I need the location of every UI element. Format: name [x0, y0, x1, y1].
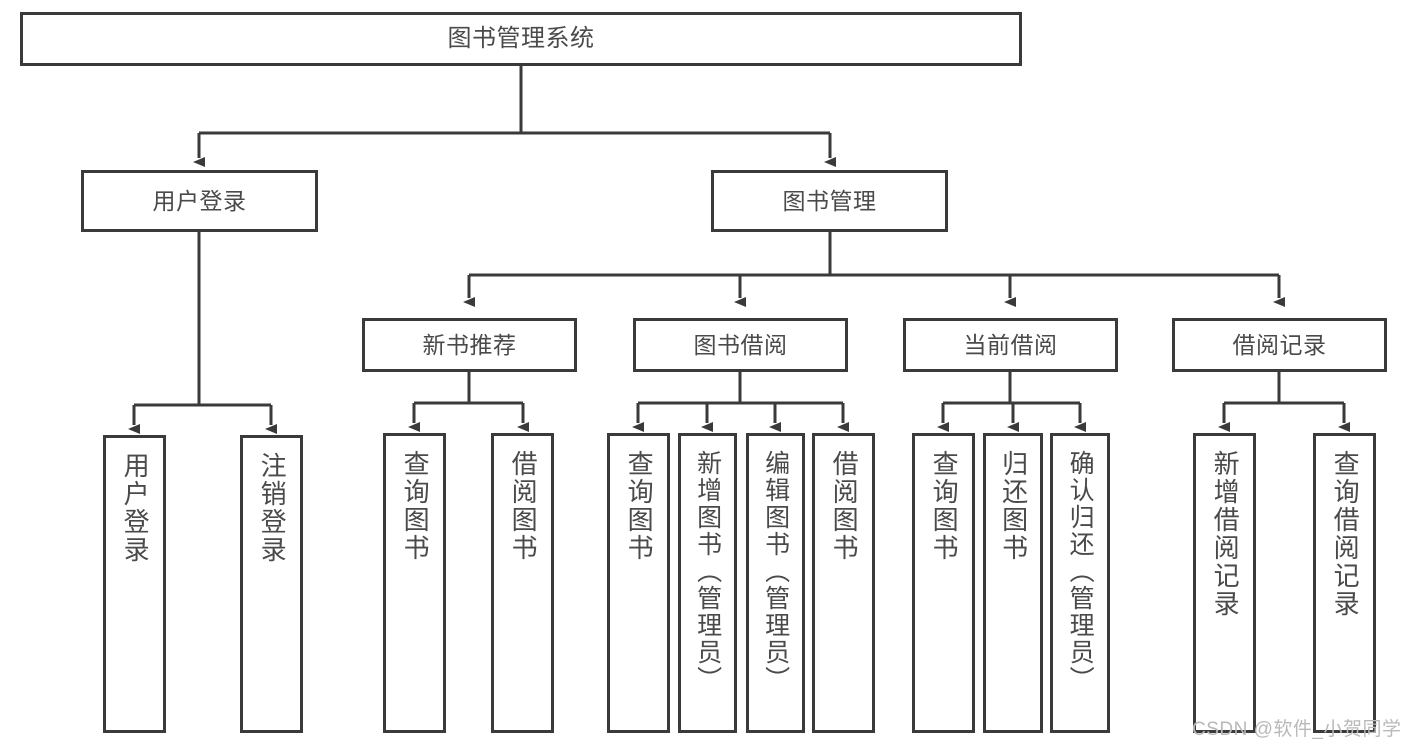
node-leaf-logout-login[interactable]: 注销登录 [240, 435, 303, 733]
node-book-borrow[interactable]: 图书借阅 [633, 318, 848, 372]
node-borrow-record[interactable]: 借阅记录 [1172, 318, 1387, 372]
node-label: 编辑图书（管理员） [761, 450, 790, 693]
node-label: 借阅记录 [1232, 331, 1327, 358]
node-label: 新书推荐 [422, 331, 517, 358]
node-label: 新增借阅记录 [1210, 450, 1241, 618]
node-leaf-add-borrow-record[interactable]: 新增借阅记录 [1193, 433, 1256, 733]
node-label: 借阅图书 [829, 450, 860, 562]
node-label: 用户登录 [152, 187, 247, 214]
node-label: 查询图书 [624, 450, 655, 562]
node-label: 图书借阅 [693, 331, 788, 358]
node-label: 确认归还（管理员） [1066, 450, 1095, 693]
node-label: 查询图书 [400, 450, 431, 562]
node-user-login[interactable]: 用户登录 [81, 170, 318, 232]
node-label: 归还图书 [998, 450, 1029, 562]
node-label: 借阅图书 [508, 450, 539, 562]
node-leaf-return-book[interactable]: 归还图书 [983, 433, 1043, 733]
node-leaf-borrow-book-recommend[interactable]: 借阅图书 [491, 433, 554, 733]
node-new-book-recommend[interactable]: 新书推荐 [362, 318, 577, 372]
node-leaf-query-borrow-record[interactable]: 查询借阅记录 [1313, 433, 1376, 733]
node-leaf-add-book[interactable]: 新增图书（管理员） [678, 433, 737, 733]
node-root-book-management-system[interactable]: 图书管理系统 [20, 12, 1022, 66]
node-leaf-query-book-recommend[interactable]: 查询图书 [383, 433, 446, 733]
node-book-management[interactable]: 图书管理 [711, 170, 948, 232]
node-leaf-confirm-return[interactable]: 确认归还（管理员） [1050, 433, 1110, 733]
node-label: 图书管理系统 [447, 25, 595, 53]
node-leaf-query-book-current[interactable]: 查询图书 [912, 433, 975, 733]
node-label: 用户登录 [120, 452, 151, 564]
node-current-borrow[interactable]: 当前借阅 [903, 318, 1118, 372]
node-label: 图书管理 [782, 187, 877, 214]
node-leaf-query-book-borrow[interactable]: 查询图书 [607, 433, 670, 733]
node-leaf-user-login[interactable]: 用户登录 [103, 435, 166, 733]
node-label: 当前借阅 [963, 331, 1058, 358]
node-leaf-edit-book[interactable]: 编辑图书（管理员） [746, 433, 805, 733]
node-label: 新增图书（管理员） [693, 450, 722, 693]
node-label: 查询图书 [929, 450, 960, 562]
csdn-watermark: CSDN @软件_小贺同学 [1192, 719, 1402, 740]
node-label: 注销登录 [257, 452, 288, 564]
node-leaf-borrow-book[interactable]: 借阅图书 [812, 433, 875, 733]
node-label: 查询借阅记录 [1330, 450, 1361, 618]
